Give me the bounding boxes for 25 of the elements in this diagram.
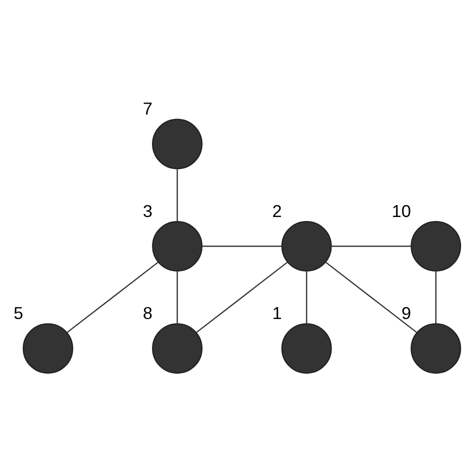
node-label: 10 [392, 200, 411, 221]
node-label: 3 [142, 200, 153, 221]
node-label: 1 [272, 303, 282, 324]
connector [66, 262, 159, 333]
connector [435, 271, 436, 324]
node-circle [410, 220, 462, 272]
node-label: 7 [142, 98, 153, 119]
node-circle [152, 220, 203, 272]
node-label: 5 [14, 303, 24, 324]
connector [202, 246, 282, 247]
node-circle [281, 220, 332, 272]
node-circle [281, 323, 332, 374]
connector [196, 262, 288, 333]
node-circle [152, 323, 203, 374]
connector [176, 271, 178, 324]
node-label: 8 [142, 303, 153, 324]
node-circle [22, 323, 74, 374]
connector [306, 271, 308, 324]
node-circle [410, 323, 462, 374]
connector [331, 246, 411, 247]
connector [325, 262, 418, 333]
connector [176, 168, 178, 222]
node-circle [152, 118, 203, 170]
node-label: 9 [402, 303, 412, 324]
node-label: 2 [272, 200, 282, 221]
